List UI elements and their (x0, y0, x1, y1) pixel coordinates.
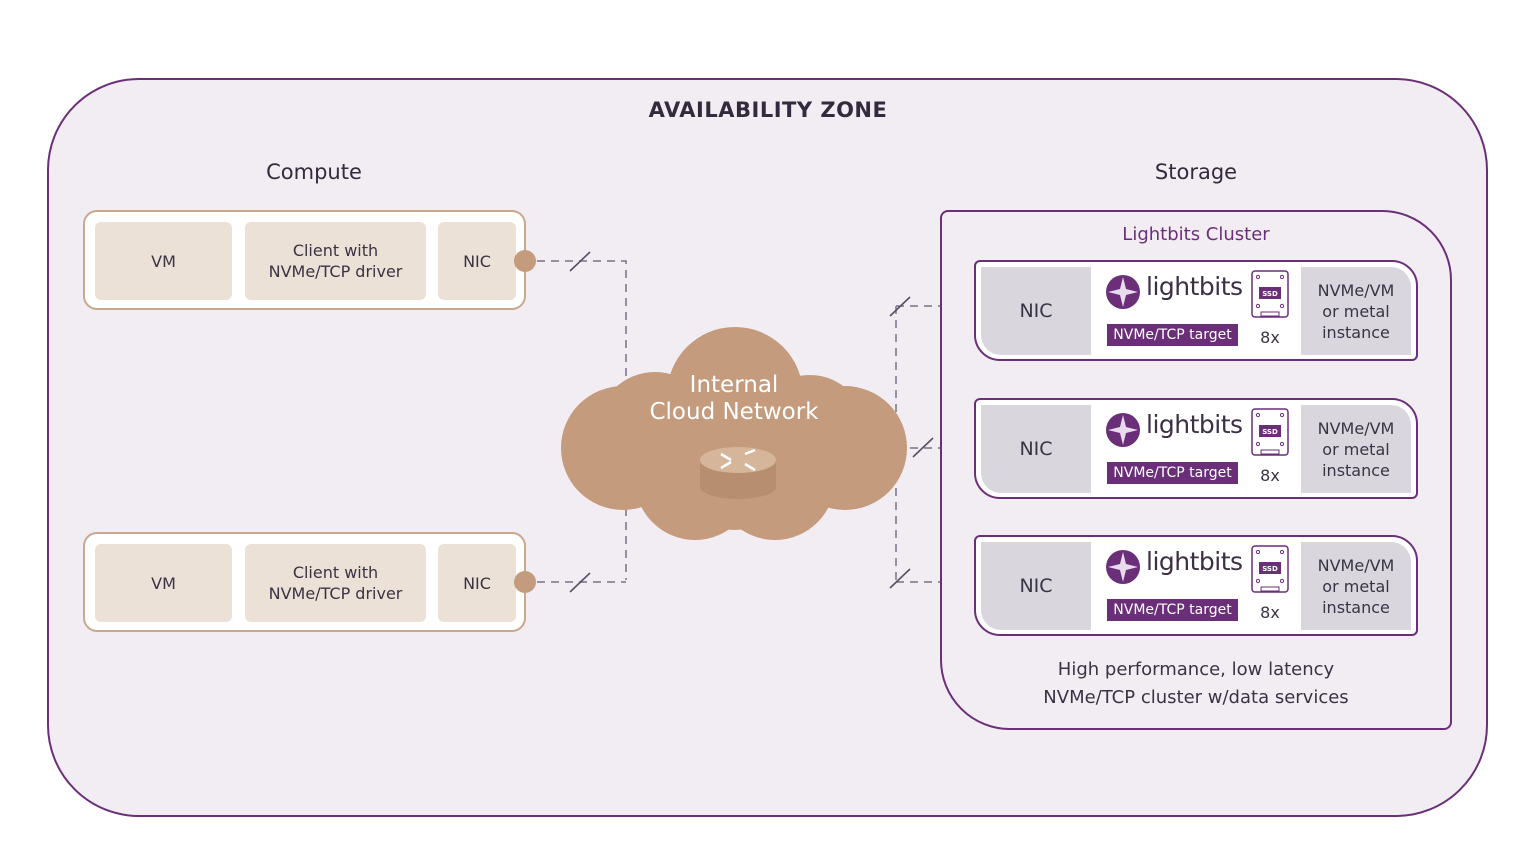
router-icon (700, 447, 776, 499)
zone-title: AVAILABILITY ZONE (648, 98, 888, 122)
caption-line1: High performance, low latency (1057, 659, 1335, 680)
caption-line2: NVMe/TCP cluster w/data services (1043, 687, 1349, 708)
target-badge: NVMe/TCP target (1107, 324, 1238, 346)
client-line1: Client with (292, 241, 379, 260)
instance-line3: instance (1322, 460, 1390, 480)
cloud-network-label: Internal Cloud Network (604, 372, 864, 426)
nic-cell: NIC (438, 222, 516, 300)
instance-line2: or metal (1322, 576, 1390, 596)
nic-cell: NIC (981, 542, 1091, 630)
nic-port-icon (514, 571, 536, 593)
storage-node: NIC lightbits NVMe/TCP target SSD 8x NVM… (974, 398, 1418, 499)
instance-line3: instance (1322, 322, 1390, 342)
ssd-label: SSD (1262, 428, 1278, 436)
compute-title: Compute (266, 160, 362, 184)
instance-line1: NVMe/VM (1317, 280, 1395, 300)
instance-cell: NVMe/VM or metal instance (1301, 405, 1411, 493)
nic-cell: NIC (981, 267, 1091, 355)
instance-line2: or metal (1322, 301, 1390, 321)
storage-node: NIC lightbits NVMe/TCP target SSD 8x NVM… (974, 260, 1418, 361)
vm-cell: VM (95, 222, 232, 300)
lightbits-logo-icon (1106, 550, 1140, 584)
link-slash (569, 572, 591, 593)
storage-title: Storage (1154, 160, 1238, 184)
ssd-icon: SSD (1251, 270, 1289, 318)
lightbits-brand: lightbits (1146, 410, 1243, 439)
lightbits-brand: lightbits (1146, 547, 1243, 576)
link-slash (889, 568, 911, 589)
lightbits-brand: lightbits (1146, 272, 1243, 301)
cloud-label-line1: Internal (689, 372, 779, 398)
instance-line1: NVMe/VM (1317, 418, 1395, 438)
client-line1: Client with (292, 563, 379, 582)
client-line2: NVMe/TCP driver (268, 262, 403, 281)
cloud-label-line2: Cloud Network (649, 399, 819, 425)
lightbits-logo-icon (1106, 275, 1140, 309)
instance-line3: instance (1322, 597, 1390, 617)
client-driver-cell: Client with NVMe/TCP driver (245, 544, 426, 622)
cloud-icon (561, 327, 907, 540)
nic-cell: NIC (981, 405, 1091, 493)
ssd-icon: SSD (1251, 408, 1289, 456)
storage-node: NIC lightbits NVMe/TCP target SSD 8x NVM… (974, 535, 1418, 636)
cluster-caption: High performance, low latency NVMe/TCP c… (940, 656, 1452, 712)
instance-cell: NVMe/VM or metal instance (1301, 267, 1411, 355)
instance-line1: NVMe/VM (1317, 555, 1395, 575)
ssd-count: 8x (1260, 603, 1280, 622)
instance-cell: NVMe/VM or metal instance (1301, 542, 1411, 630)
link-slash (912, 437, 934, 458)
target-badge: NVMe/TCP target (1107, 599, 1238, 621)
lightbits-logo-icon (1106, 413, 1140, 447)
ssd-label: SSD (1262, 565, 1278, 573)
ssd-count: 8x (1260, 328, 1280, 347)
compute-host: VM Client with NVMe/TCP driver NIC (83, 210, 526, 310)
nic-port-icon (514, 250, 536, 272)
cluster-title: Lightbits Cluster (1122, 224, 1270, 245)
nic-cell: NIC (438, 544, 516, 622)
ssd-icon: SSD (1251, 545, 1289, 593)
compute-host: VM Client with NVMe/TCP driver NIC (83, 532, 526, 632)
client-line2: NVMe/TCP driver (268, 584, 403, 603)
ssd-count: 8x (1260, 466, 1280, 485)
vm-cell: VM (95, 544, 232, 622)
link-slash (569, 251, 591, 272)
link-slash (889, 296, 911, 317)
ssd-label: SSD (1262, 290, 1278, 298)
target-badge: NVMe/TCP target (1107, 462, 1238, 484)
client-driver-cell: Client with NVMe/TCP driver (245, 222, 426, 300)
instance-line2: or metal (1322, 439, 1390, 459)
